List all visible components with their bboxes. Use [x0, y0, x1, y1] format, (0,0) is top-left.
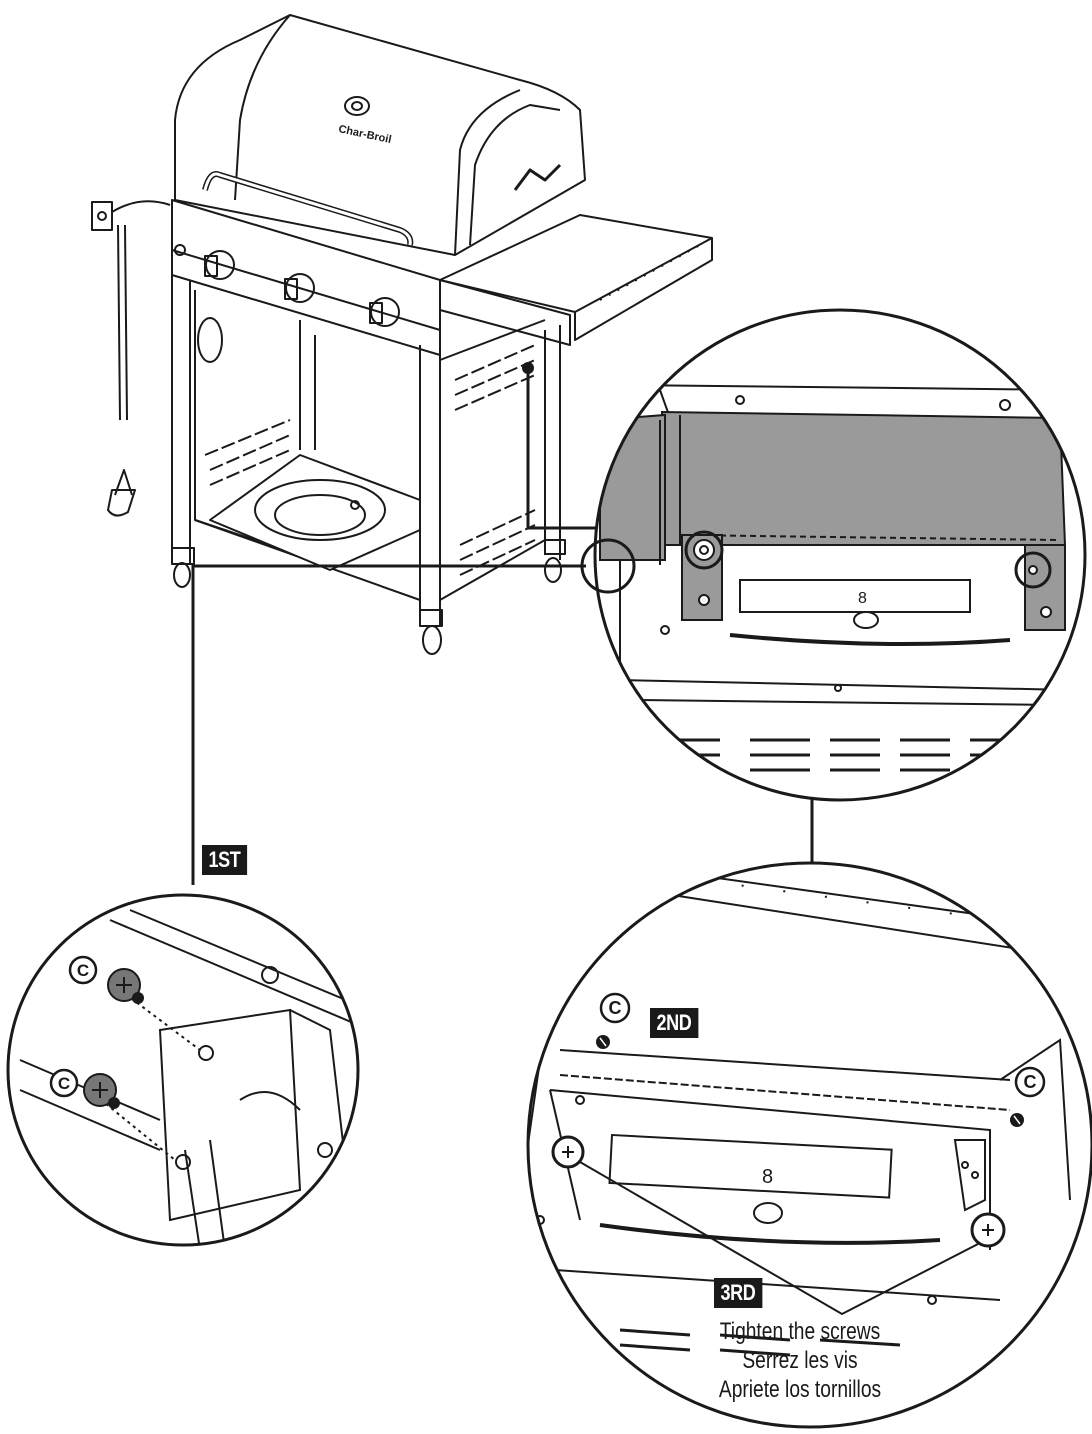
- tighten-screw-right: [970, 1212, 1006, 1248]
- part-label-c-1: C: [68, 955, 98, 985]
- step-badge-third: 3RD: [714, 1278, 762, 1308]
- screw-c-left: [596, 1035, 610, 1049]
- svg-text:C: C: [77, 961, 89, 980]
- grill-lid: Char-Broil: [174, 14, 586, 256]
- instruction-french: Serrez les vis: [742, 1347, 858, 1374]
- tank-holder: [209, 454, 421, 571]
- control-panel: [171, 199, 441, 356]
- burner-knob-2: [284, 273, 315, 303]
- svg-text:C: C: [609, 998, 622, 1018]
- tighten-screw-left: [551, 1135, 585, 1169]
- shelf-panel-highlight: [661, 410, 1067, 546]
- svg-text:8: 8: [762, 1166, 773, 1188]
- detail-circle-step1: C C: [6, 893, 360, 1247]
- part-label-c-2: C: [49, 1068, 79, 1098]
- svg-text:8: 8: [858, 590, 867, 607]
- part-label-c-4: C: [1014, 1066, 1046, 1098]
- side-shelf: [439, 214, 713, 346]
- grill-overview: Char-Broil: [91, 14, 713, 655]
- caster-wheels: [171, 539, 566, 655]
- instruction-english: Tighten the screws: [719, 1318, 881, 1345]
- detail-circle-step2-3: 8 C C: [526, 861, 1092, 1429]
- svg-text:C: C: [58, 1074, 70, 1093]
- svg-text:C: C: [1024, 1072, 1037, 1092]
- instruction-spanish: Apriete los tornillos: [718, 1376, 882, 1403]
- detail-circle-shelf-bracket: 8: [580, 308, 1087, 802]
- burner-knob-3: [369, 297, 400, 327]
- screw-c-right: [1010, 1113, 1024, 1127]
- tighten-pointer-lines: [579, 1161, 979, 1316]
- step-badge-first: 1ST: [202, 845, 247, 875]
- screw-c-lower: [83, 1073, 120, 1109]
- burner-knob-1: [204, 250, 235, 280]
- screw-c-upper: [107, 968, 144, 1004]
- part-label-c-3: C: [599, 992, 631, 1024]
- regulator-hose: [91, 200, 171, 517]
- step-badge-second: 2ND: [650, 1008, 698, 1038]
